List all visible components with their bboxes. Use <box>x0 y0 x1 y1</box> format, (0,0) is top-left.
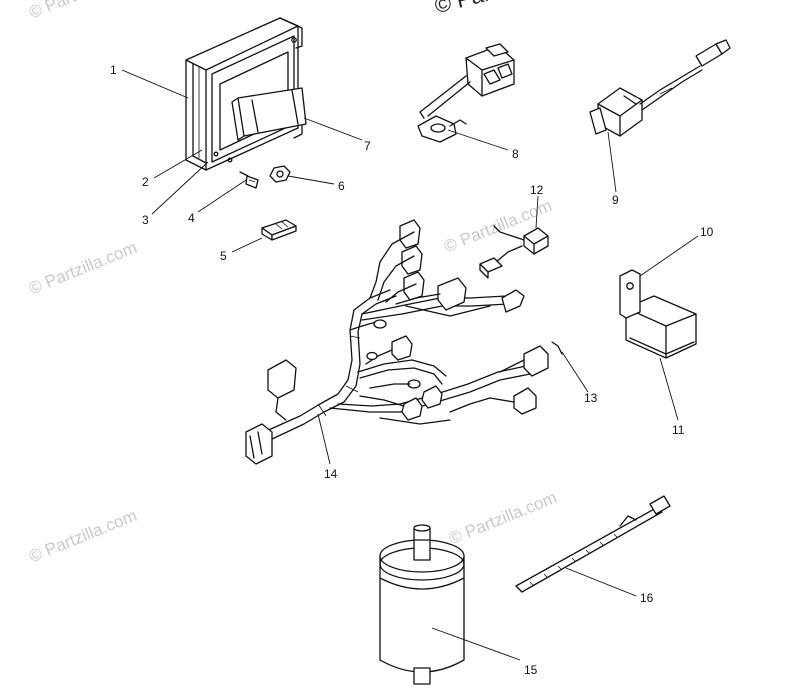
callout-number: 14 <box>324 467 338 481</box>
callout-number: 13 <box>584 391 598 405</box>
leader-lines <box>121 69 699 661</box>
callout-number: 8 <box>512 147 519 161</box>
callout-number: 11 <box>672 423 685 437</box>
clip <box>551 341 563 355</box>
sensor <box>417 43 515 143</box>
resistor <box>261 219 297 241</box>
wiring-harness <box>245 219 549 465</box>
callout-number: 3 <box>142 213 149 227</box>
callout-number: 7 <box>364 139 371 153</box>
nut <box>269 165 291 183</box>
callout-number: 15 <box>524 663 538 677</box>
callout-number: 9 <box>612 193 619 207</box>
sensor-with-cable <box>589 39 731 137</box>
callout-number: 1 <box>110 63 117 77</box>
callout-number: 10 <box>700 225 714 239</box>
callout-number: 6 <box>338 179 345 193</box>
callout-number: 4 <box>188 211 195 225</box>
callout-number: 12 <box>530 183 544 197</box>
screw <box>239 171 259 189</box>
callout-number: 16 <box>640 591 654 605</box>
callout-number: 5 <box>220 249 227 263</box>
fuel-filter <box>379 524 465 685</box>
connector-small <box>479 225 549 279</box>
cable-tie <box>515 495 671 593</box>
relay <box>619 269 697 359</box>
callout-number: 2 <box>142 175 149 189</box>
ecu-module <box>185 17 307 171</box>
callout-labels: 1 2 3 4 5 6 7 8 9 10 11 12 13 14 15 16 <box>110 63 714 677</box>
